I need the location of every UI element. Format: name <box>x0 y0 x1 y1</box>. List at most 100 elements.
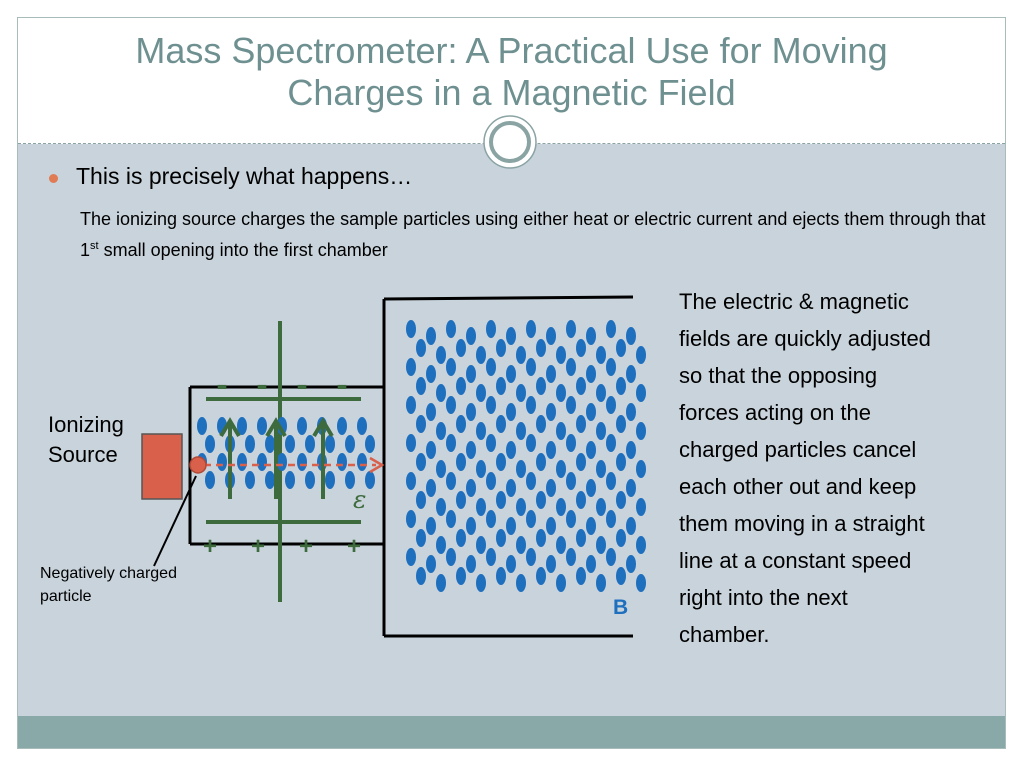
minus-sign: - <box>336 366 347 404</box>
magnetic-field-dot <box>506 365 516 383</box>
magnetic-field-dot <box>466 403 476 421</box>
bullet-dot-icon <box>49 174 58 183</box>
magnetic-field-dot <box>265 435 275 453</box>
magnetic-field-dot <box>546 403 556 421</box>
magnetic-field-dot <box>406 320 416 338</box>
magnetic-field-dot <box>365 435 375 453</box>
magnetic-field-dot <box>496 453 506 471</box>
magnetic-field-dot <box>406 510 416 528</box>
magnetic-field-dot <box>197 417 207 435</box>
sub-text-superscript: st <box>90 240 99 252</box>
title-line-1: Mass Spectrometer: A Practical Use for M… <box>135 30 888 71</box>
ionizing-source-label: Ionizing Source <box>48 412 124 467</box>
magnetic-field-dot <box>456 491 466 509</box>
minus-signs: - - - - <box>216 366 347 404</box>
magnetic-field-dot <box>546 555 556 573</box>
magnetic-field-dot <box>496 377 506 395</box>
magnetic-field-dot <box>546 327 556 345</box>
magnetic-field-dot <box>506 517 516 535</box>
magnetic-field-dot <box>446 358 456 376</box>
magnetic-field-dot <box>406 396 416 414</box>
magnetic-field-dot <box>466 327 476 345</box>
magnetic-field-dot <box>616 339 626 357</box>
magnetic-field-dot <box>526 434 536 452</box>
magnetic-field-dot <box>486 396 496 414</box>
magnetic-field-dot <box>516 346 526 364</box>
magnetic-field-dot <box>606 510 616 528</box>
magnetic-field-dot <box>237 453 247 471</box>
electric-field-label: ε <box>353 485 367 514</box>
magnetic-field-dot <box>446 320 456 338</box>
magnetic-field-dot <box>586 441 596 459</box>
negative-particle <box>189 456 207 474</box>
magnetic-field-dot <box>576 415 586 433</box>
magnetic-field-dot <box>325 471 335 489</box>
magnetic-field-dot <box>486 434 496 452</box>
magnetic-field-dot <box>586 555 596 573</box>
magnetic-field-dot <box>596 460 606 478</box>
magnetic-field-dot <box>606 358 616 376</box>
magnetic-field-dot <box>456 453 466 471</box>
minus-sign: - <box>256 366 267 404</box>
magnetic-field-dot <box>566 510 576 528</box>
magnetic-field-dot <box>345 435 355 453</box>
magnetic-field-dot <box>526 358 536 376</box>
magnetic-field-dot <box>576 453 586 471</box>
magnetic-field-dot <box>325 435 335 453</box>
magnetic-field-dot <box>536 453 546 471</box>
magnetic-field-dot <box>606 396 616 414</box>
magnetic-field-dot <box>596 422 606 440</box>
plus-sign: + <box>251 533 265 560</box>
magnetic-field-dot <box>636 422 646 440</box>
magnetic-field-dot <box>556 498 566 516</box>
magnetic-field-dots <box>197 320 646 592</box>
magnetic-field-dot <box>546 441 556 459</box>
magnetic-field-dot <box>416 567 426 585</box>
magnetic-field-dot <box>506 479 516 497</box>
magnetic-field-dot <box>536 491 546 509</box>
magnetic-field-dot <box>536 529 546 547</box>
magnetic-field-dot <box>566 548 576 566</box>
magnetic-field-dot <box>636 384 646 402</box>
magnetic-field-dot <box>496 415 506 433</box>
magnetic-field-dot <box>446 472 456 490</box>
magnetic-field-dot <box>576 491 586 509</box>
magnetic-field-dot <box>476 422 486 440</box>
magnetic-field-dot <box>506 327 516 345</box>
magnetic-field-dot <box>456 377 466 395</box>
magnetic-field-dot <box>426 365 436 383</box>
bullet-main-text: This is precisely what happens… <box>76 163 413 189</box>
magnetic-field-dot <box>416 453 426 471</box>
magnetic-field-dot <box>337 453 347 471</box>
magnetic-field-dot <box>476 346 486 364</box>
magnetic-field-dot <box>456 529 466 547</box>
magnetic-field-dot <box>556 574 566 592</box>
magnetic-field-dot <box>416 529 426 547</box>
magnetic-field-dot <box>297 417 307 435</box>
negative-particle-label: Negatively charged particle <box>40 565 177 605</box>
magnetic-field-dot <box>516 460 526 478</box>
magnetic-field-dot <box>305 435 315 453</box>
magnetic-field-dot <box>446 548 456 566</box>
magnetic-field-dot <box>556 536 566 554</box>
magnetic-field-dot <box>496 339 506 357</box>
magnetic-field-dot <box>237 417 247 435</box>
magnetic-field-dot <box>576 529 586 547</box>
magnetic-field-dot <box>606 434 616 452</box>
magnetic-field-dot <box>217 453 227 471</box>
magnetic-field-dot <box>436 460 446 478</box>
magnetic-field-dot <box>586 479 596 497</box>
magnetic-field-dot <box>616 377 626 395</box>
magnetic-field-dot <box>426 479 436 497</box>
magnetic-field-dot <box>357 417 367 435</box>
magnetic-field-dot <box>456 339 466 357</box>
magnetic-field-dot <box>297 453 307 471</box>
magnetic-field-dot <box>365 471 375 489</box>
magnetic-field-label: B <box>613 596 629 619</box>
magnetic-field-dot <box>606 320 616 338</box>
magnetic-field-dot <box>456 415 466 433</box>
magnetic-field-dot <box>536 567 546 585</box>
magnetic-field-dot <box>436 422 446 440</box>
magnetic-field-dot <box>436 346 446 364</box>
magnetic-field-dot <box>416 491 426 509</box>
